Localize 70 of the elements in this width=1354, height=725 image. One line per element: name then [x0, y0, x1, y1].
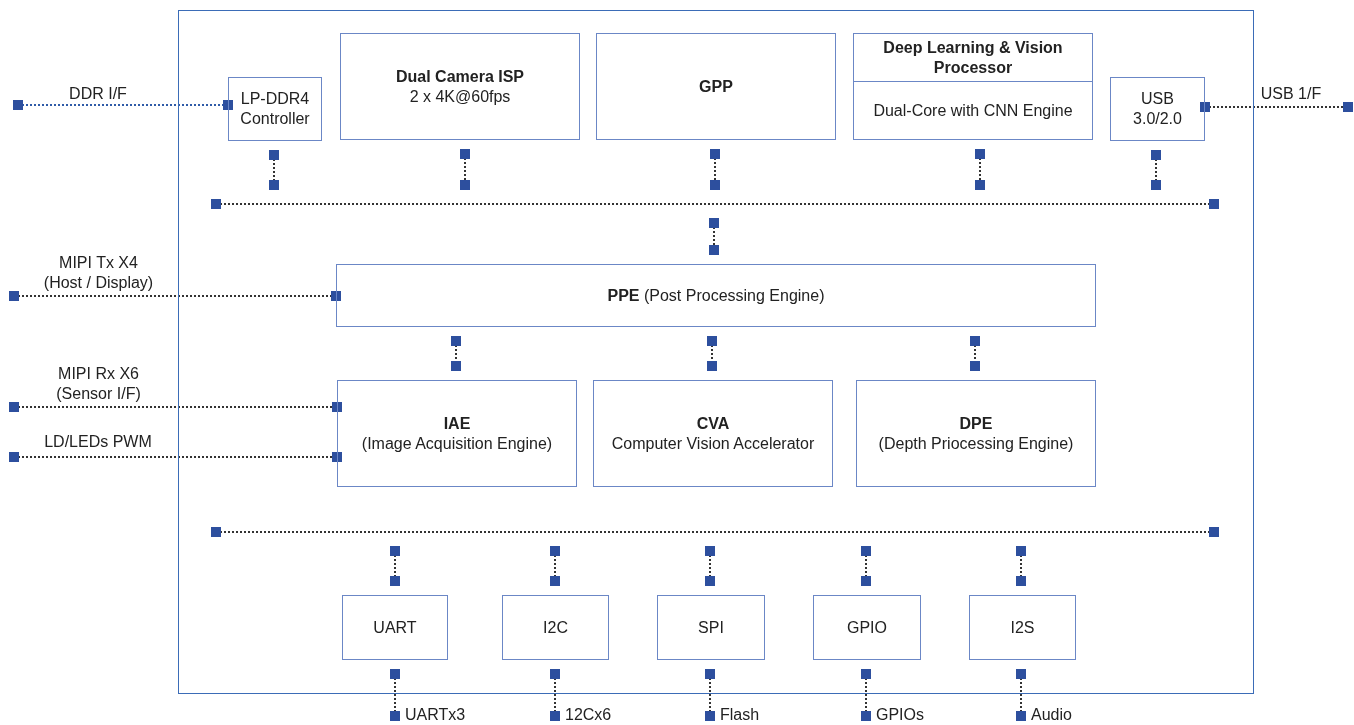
- block-box: [502, 595, 609, 660]
- block-box: [856, 380, 1096, 487]
- edge-label: LD/LEDs PWM: [43, 432, 153, 452]
- connector: [550, 669, 560, 721]
- block-box: [340, 33, 580, 140]
- edge-label: 12Cx6: [565, 705, 613, 725]
- block-box: [337, 380, 577, 487]
- block-title: Deep Learning & Vision Processor: [854, 34, 1092, 82]
- block-box: [813, 595, 921, 660]
- block-box: [342, 595, 448, 660]
- block-label: GPIO: [847, 617, 887, 638]
- block-box: [336, 264, 1096, 327]
- block-title: Dual Camera ISP: [395, 66, 525, 87]
- block-label: UART: [373, 617, 417, 638]
- edge-label: MIPI Rx X6 (Sensor I/F): [55, 364, 142, 404]
- bus-line: [211, 527, 1219, 537]
- connector: [9, 402, 342, 412]
- connector: [710, 149, 720, 190]
- connector: [861, 669, 871, 721]
- edge-label: Flash: [720, 705, 761, 725]
- connector: [1016, 546, 1026, 586]
- edge-label: USB 1/F: [1259, 84, 1323, 104]
- block-title: DPE: [959, 413, 993, 434]
- block-label: 2 x 4K@60fps: [409, 86, 511, 107]
- block-box: [853, 33, 1093, 140]
- edge-label: Audio: [1031, 705, 1073, 725]
- block-label: GPP: [699, 76, 733, 97]
- block-box: [228, 77, 322, 141]
- edge-label: MIPI Tx X4 (Host / Display): [42, 253, 155, 293]
- block-title: IAE: [443, 413, 471, 434]
- block-label: (Depth Priocessing Engine): [878, 433, 1074, 454]
- block-label: (Image Acquisition Engine): [361, 433, 553, 454]
- block-box: [657, 595, 765, 660]
- connector: [1016, 669, 1026, 721]
- connector: [390, 669, 400, 721]
- block-box: [1110, 77, 1205, 141]
- block-label: Dual-Core with CNN Engine: [872, 100, 1074, 121]
- block-box: [593, 380, 833, 487]
- connector: [269, 150, 279, 190]
- connector: [451, 336, 461, 371]
- connector: [460, 149, 470, 190]
- block-label: USB 3.0/2.0: [1132, 89, 1183, 129]
- connector: [390, 546, 400, 586]
- connector: [709, 218, 719, 255]
- connector: [705, 669, 715, 721]
- connector: [13, 100, 233, 110]
- edge-label: DDR I/F: [68, 84, 128, 104]
- block-label: I2C: [543, 617, 568, 638]
- edge-label: GPIOs: [876, 705, 925, 725]
- connector: [970, 336, 980, 371]
- block-box: [969, 595, 1076, 660]
- connector: [1151, 150, 1161, 190]
- block-box: [596, 33, 836, 140]
- connector: [861, 546, 871, 586]
- chip-outline: [178, 10, 1254, 694]
- connector: [550, 546, 560, 586]
- block-label: PPE (Post Processing Engine): [607, 285, 825, 306]
- connector: [9, 452, 342, 462]
- block-label: Computer Vision Accelerator: [611, 433, 815, 454]
- block-title: CVA: [696, 413, 730, 434]
- block-label: SPI: [698, 617, 724, 638]
- connector: [9, 291, 341, 301]
- connector: [707, 336, 717, 371]
- connector: [975, 149, 985, 190]
- edge-label: UARTx3: [405, 705, 467, 725]
- block-label: LP-DDR4 Controller: [240, 89, 310, 129]
- connector: [1200, 102, 1353, 112]
- block-label: I2S: [1010, 617, 1035, 638]
- bus-line: [211, 199, 1219, 209]
- connector: [705, 546, 715, 586]
